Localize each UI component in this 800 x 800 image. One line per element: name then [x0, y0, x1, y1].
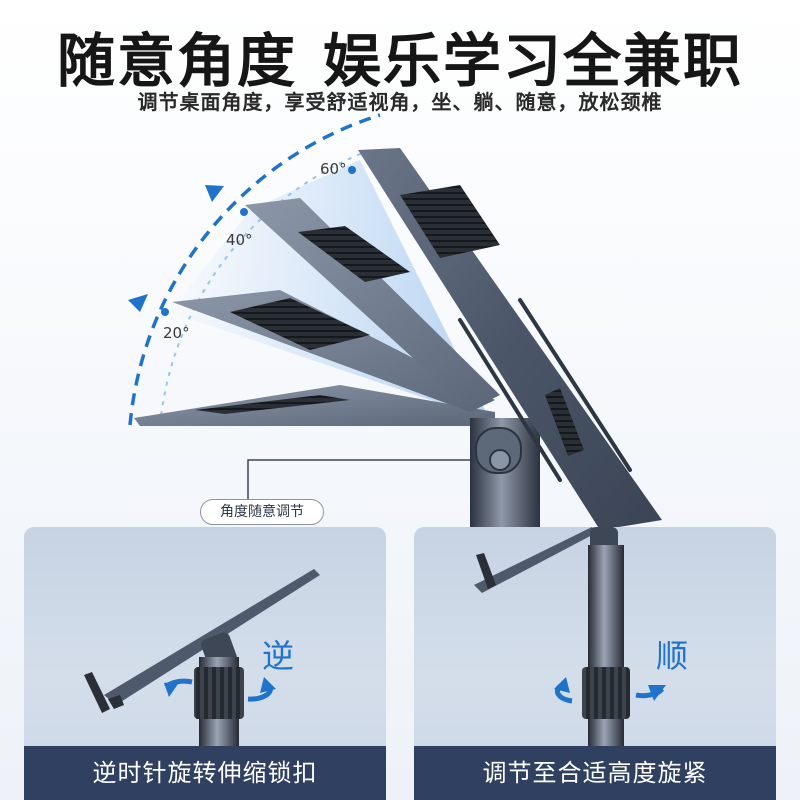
subheadline: 调节桌面角度，享受舒适视角，坐、躺、随意，放松颈椎 [137, 90, 663, 114]
arc-arrow-icon [128, 294, 148, 312]
angle-adjust-tag: 角度随意调节 [200, 499, 324, 525]
panel-unlock: 逆 逆时针旋转伸缩锁扣 [24, 527, 386, 800]
caption-tighten: 调节至合适高度旋紧 [414, 746, 776, 800]
plate-40deg [245, 198, 500, 410]
caption-unlock: 逆时针旋转伸缩锁扣 [24, 746, 386, 800]
direction-label-ccw: 逆 [262, 637, 295, 675]
stand-angle-illustration: 20° 40° 60° [128, 113, 662, 530]
headline: 随意角度娱乐学习全兼职 [0, 14, 800, 98]
angle-label-20: 20° [163, 324, 190, 342]
direction-label-cw: 顺 [656, 637, 689, 675]
angle-label-60: 60° [320, 160, 347, 178]
tighten-illustration [474, 527, 666, 757]
headline-part1: 随意角度 [56, 27, 297, 95]
plate-flat [134, 385, 495, 426]
headline-part2: 娱乐学习全兼职 [323, 27, 744, 95]
angle-arc-icon [128, 113, 381, 426]
angle-label-40: 40° [226, 231, 253, 249]
unlock-illustration [84, 569, 320, 757]
lock-collar [194, 667, 244, 719]
panel-tighten: 顺 调节至合适高度旋紧 [414, 527, 776, 800]
lock-collar [582, 667, 630, 719]
